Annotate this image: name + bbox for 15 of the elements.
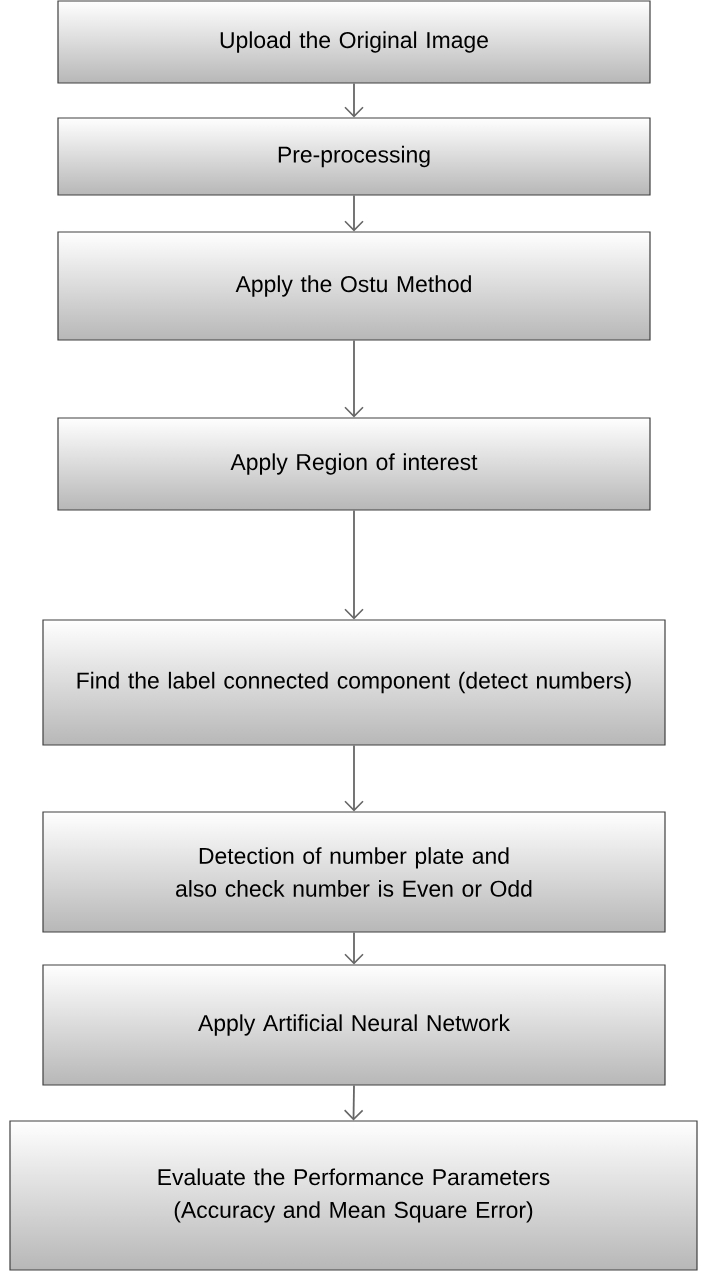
process-box: Pre-processing	[57, 117, 651, 196]
arrow	[344, 931, 364, 965]
process-box: Find the label connected component (detect numbers)	[42, 619, 666, 746]
process-box: Apply Region of interest	[57, 417, 651, 511]
arrow	[344, 509, 364, 620]
arrow	[344, 194, 364, 232]
process-box: Apply Artificial Neural Network	[42, 964, 666, 1086]
arrow	[343, 1084, 364, 1121]
arrow	[344, 82, 364, 118]
process-box: Apply the Ostu Method	[57, 231, 651, 341]
arrow	[344, 339, 364, 418]
process-box: Upload the Original Image	[57, 0, 651, 84]
process-box: Detection of number plate and also check number is Even or Odd	[42, 811, 666, 933]
arrow	[344, 744, 364, 812]
process-box: Evaluate the Performance Parameters (Accuracy and Mean Square Error)	[9, 1120, 698, 1271]
